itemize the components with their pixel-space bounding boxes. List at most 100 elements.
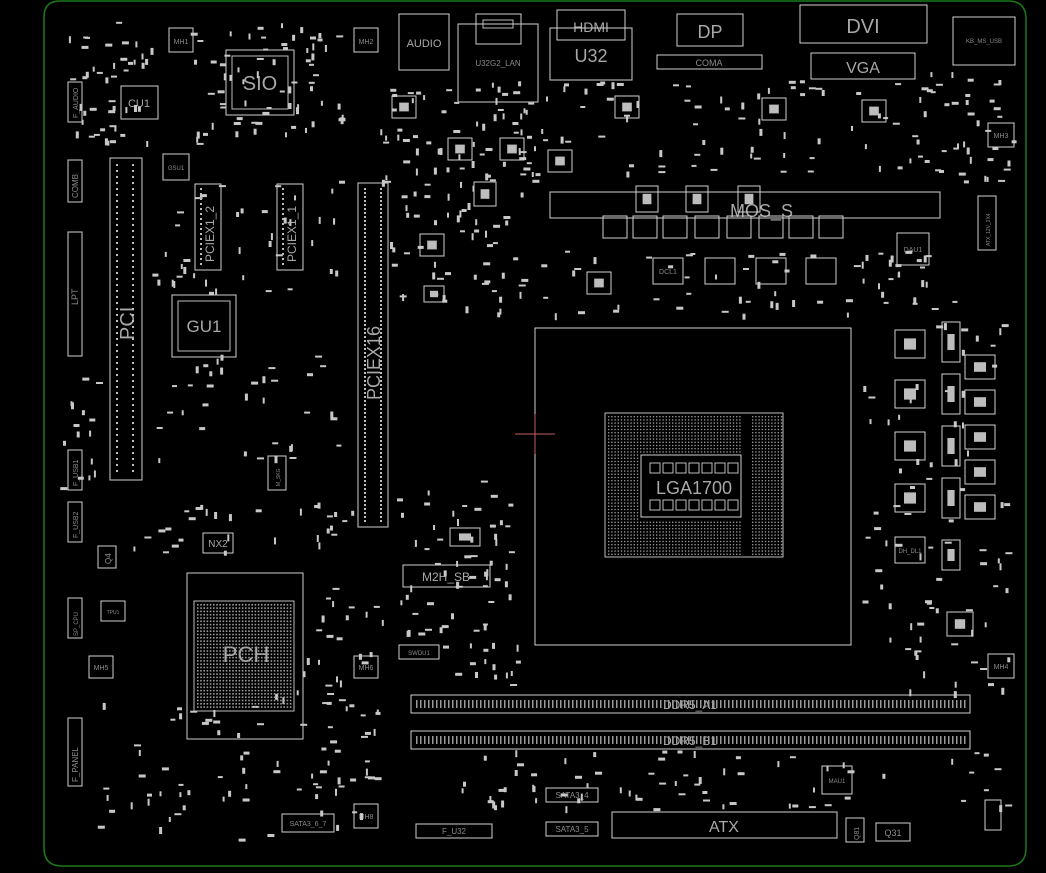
pch-ball bbox=[254, 604, 257, 606]
pch-ball bbox=[289, 683, 292, 685]
dimm-pin bbox=[768, 700, 770, 708]
svg-text:M_SKG: M_SKG bbox=[276, 468, 282, 486]
pch-ball bbox=[232, 613, 234, 616]
dimm-pin bbox=[620, 736, 622, 744]
pch-ball bbox=[203, 663, 205, 665]
pch-ball bbox=[270, 656, 273, 659]
pcie-pin bbox=[380, 320, 382, 322]
smd-part bbox=[174, 813, 182, 816]
smd-part bbox=[317, 38, 323, 42]
cpu-pin bbox=[761, 524, 763, 527]
pch-ball bbox=[257, 653, 260, 656]
cpu-pin bbox=[659, 540, 661, 543]
pch-ball bbox=[238, 630, 241, 632]
pci-pin bbox=[132, 170, 134, 172]
pch-ball bbox=[229, 640, 231, 642]
smd-part bbox=[182, 805, 186, 811]
smd-part bbox=[432, 272, 436, 280]
pch-ball bbox=[209, 679, 212, 682]
pch-ball bbox=[283, 676, 285, 679]
cpu-pin bbox=[646, 432, 648, 434]
pcie-pin bbox=[380, 196, 382, 198]
dimm-pin bbox=[760, 700, 762, 708]
pch-ball bbox=[203, 630, 205, 632]
cpu-pin bbox=[620, 470, 623, 472]
dimm-pin bbox=[444, 736, 446, 744]
pch-ball bbox=[245, 693, 247, 695]
cpu-pin bbox=[636, 422, 639, 424]
cpu-pin bbox=[620, 467, 623, 469]
cpu-pin bbox=[636, 454, 639, 456]
smd-part bbox=[936, 577, 943, 581]
pch-ball bbox=[283, 627, 285, 629]
dimm-pin bbox=[592, 700, 594, 708]
cpu-pin bbox=[777, 508, 779, 511]
smd-part bbox=[720, 147, 724, 155]
smd-part bbox=[199, 427, 206, 431]
cpu-pin bbox=[652, 438, 655, 440]
svg-text:NX2: NX2 bbox=[208, 539, 228, 550]
cpu-pin bbox=[755, 518, 757, 520]
pcie-pin bbox=[380, 388, 382, 390]
pcie-pin bbox=[380, 520, 382, 522]
pch-ball bbox=[273, 633, 276, 636]
pch-ball bbox=[277, 676, 279, 679]
cpu-pin bbox=[678, 451, 680, 453]
cpu-pin bbox=[665, 428, 667, 431]
cpu-pin bbox=[758, 489, 760, 491]
pch-ball bbox=[270, 679, 273, 682]
pch-ball bbox=[225, 637, 228, 639]
pch-ball bbox=[251, 620, 253, 623]
smd-part bbox=[187, 384, 193, 387]
svg-text:TPU1: TPU1 bbox=[107, 610, 120, 616]
f-usb1-header: F_USB1 bbox=[67, 449, 83, 491]
smd-part bbox=[954, 681, 957, 688]
pch-ball bbox=[235, 660, 237, 662]
cpu-pin bbox=[659, 531, 661, 533]
cpu-pin bbox=[758, 518, 760, 520]
smd-part bbox=[201, 721, 209, 725]
cpu-pin bbox=[672, 528, 674, 530]
cpu-pad bbox=[714, 499, 726, 511]
cpu-pin bbox=[777, 476, 779, 479]
cpu-pin bbox=[739, 428, 741, 431]
dimm-pin bbox=[736, 700, 738, 708]
cpu-pin bbox=[729, 544, 731, 546]
cpu-pin bbox=[710, 451, 712, 453]
ic-pad bbox=[399, 102, 409, 112]
cpu-pin bbox=[678, 438, 680, 440]
pch-ball bbox=[264, 627, 266, 629]
smd-part bbox=[1005, 804, 1013, 807]
smd-part bbox=[924, 160, 930, 163]
dimm-pin bbox=[820, 700, 822, 708]
smd-part bbox=[296, 690, 299, 696]
cpu-pin bbox=[672, 544, 674, 546]
cpu-pin bbox=[630, 460, 632, 463]
dimm-pin bbox=[624, 736, 626, 744]
cpu-pin bbox=[665, 528, 667, 530]
cpu-pin bbox=[697, 425, 699, 427]
smd-part bbox=[662, 750, 668, 754]
dimm-pin bbox=[504, 700, 506, 708]
pcie-pin bbox=[364, 364, 366, 366]
pch-ball bbox=[203, 646, 205, 649]
cpu-pin bbox=[633, 428, 635, 431]
cpu-pin bbox=[713, 547, 715, 549]
smd-part bbox=[491, 290, 497, 293]
pch-ball bbox=[238, 679, 241, 682]
cpu-pin bbox=[774, 473, 776, 475]
pch-ball bbox=[209, 650, 212, 652]
dimm-pin bbox=[852, 700, 854, 708]
cpu-pin bbox=[694, 422, 696, 424]
cpu-pin bbox=[646, 528, 648, 530]
cpu-pin bbox=[726, 540, 728, 543]
ic-outline bbox=[473, 181, 497, 207]
smd-part bbox=[993, 83, 1001, 86]
dimm-pin bbox=[548, 700, 550, 708]
pch-ball bbox=[219, 660, 221, 662]
cpu-pin bbox=[716, 531, 719, 533]
smd-part bbox=[461, 209, 467, 212]
cpu-pin bbox=[764, 422, 767, 424]
pch-ball bbox=[257, 686, 260, 689]
cpu-pin bbox=[665, 544, 667, 546]
